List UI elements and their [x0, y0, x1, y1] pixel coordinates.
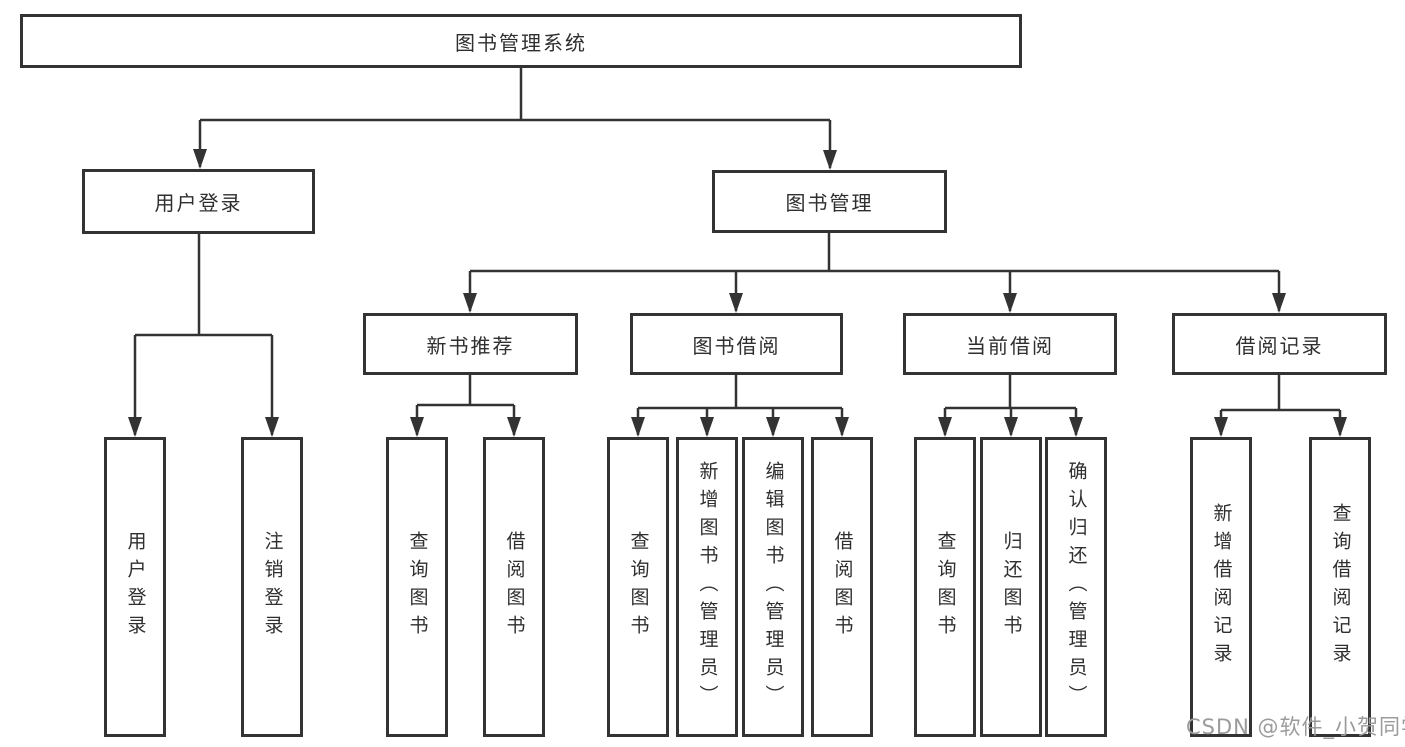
leaf-label: 查询借阅记录 — [1329, 503, 1352, 671]
leaf-label: 查询图书 — [406, 531, 429, 643]
leaf-add-borrow-record: 新增借阅记录 — [1190, 437, 1252, 737]
node-label: 用户登录 — [154, 191, 243, 215]
leaf-borrow-books: 借阅图书 — [811, 437, 873, 737]
leaf-return-books: 归还图书 — [980, 437, 1042, 737]
leaf-query-books-borrowing: 查询图书 — [607, 437, 669, 737]
node-label: 当前借阅 — [966, 333, 1054, 358]
leaf-label: 归还图书 — [1000, 531, 1023, 643]
node-user-login: 用户登录 — [82, 169, 315, 234]
leaf-label: 查询图书 — [627, 531, 650, 643]
node-label: 图书管理系统 — [455, 30, 587, 55]
leaf-query-books-recommend: 查询图书 — [386, 437, 448, 737]
node-new-book-recommendation: 新书推荐 — [363, 313, 578, 375]
leaf-edit-books-admin: 编辑图书（管理员） — [742, 437, 804, 737]
node-book-borrowing: 图书借阅 — [630, 313, 843, 375]
leaf-label: 借阅图书 — [831, 531, 854, 643]
leaf-label: 借阅图书 — [503, 531, 526, 643]
leaf-confirm-return-admin: 确认归还（管理员） — [1045, 437, 1107, 737]
leaf-logout: 注销登录 — [241, 437, 303, 737]
csdn-watermark: CSDN @软件_小贺同学 — [1186, 715, 1405, 739]
node-label: 图书管理 — [785, 191, 874, 215]
node-book-management: 图书管理 — [712, 170, 947, 233]
node-library-management-system: 图书管理系统 — [20, 14, 1022, 68]
leaf-borrow-books-recommend: 借阅图书 — [483, 437, 545, 737]
node-label: 新书推荐 — [426, 333, 515, 358]
leaf-add-books-admin: 新增图书（管理员） — [676, 437, 738, 737]
leaf-query-books-current: 查询图书 — [914, 437, 976, 737]
node-borrowing-records: 借阅记录 — [1172, 313, 1387, 375]
leaf-label: 查询图书 — [934, 531, 957, 643]
node-current-borrowing: 当前借阅 — [903, 313, 1117, 375]
leaf-label: 编辑图书（管理员） — [762, 461, 785, 713]
leaf-query-borrow-record: 查询借阅记录 — [1309, 437, 1371, 737]
leaf-label: 确认归还（管理员） — [1065, 461, 1088, 713]
leaf-label: 注销登录 — [261, 531, 284, 643]
node-label: 图书借阅 — [692, 333, 781, 358]
leaf-label: 新增图书（管理员） — [696, 461, 719, 713]
node-label: 借阅记录 — [1235, 333, 1324, 358]
leaf-label: 用户登录 — [124, 531, 147, 643]
leaf-label: 新增借阅记录 — [1210, 503, 1233, 671]
leaf-user-login: 用户登录 — [104, 437, 166, 737]
